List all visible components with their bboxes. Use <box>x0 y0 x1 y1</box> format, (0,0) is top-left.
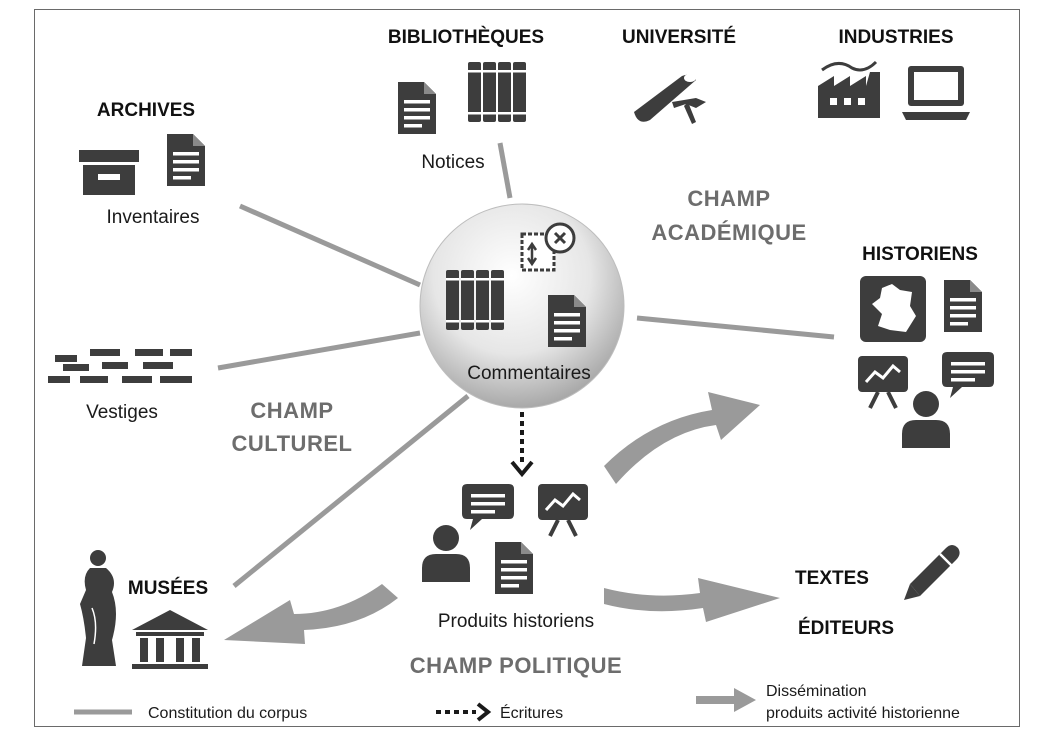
bibliotheques-books-icon <box>468 62 526 122</box>
bricks-icon <box>48 349 192 383</box>
champ-politique: CHAMP POLITIQUE <box>410 653 622 678</box>
legend-dissemination-line1: Dissémination <box>766 683 866 700</box>
archives-caption: Inventaires <box>107 207 200 228</box>
museum-building-icon <box>132 610 208 669</box>
editeurs-title: ÉDITEURS <box>798 617 894 639</box>
ecritures-arrow <box>510 412 534 478</box>
historiens-person-icon <box>902 391 950 448</box>
archives-document-icon <box>167 134 205 186</box>
bibliotheques-title: BIBLIOTHÈQUES <box>388 26 544 48</box>
line-vestiges <box>217 330 421 371</box>
line-archives <box>238 203 422 288</box>
legend-ecritures-swatch <box>436 702 492 722</box>
center-sphere <box>419 203 625 409</box>
champ-culturel-line2: CULTUREL <box>232 431 353 456</box>
textes-title: TEXTES <box>795 568 869 589</box>
legend-dissemination-line2: produits activité historienne <box>766 705 960 722</box>
center-document-icon <box>548 295 586 347</box>
archive-box-icon <box>79 150 139 195</box>
industries-title: INDUSTRIES <box>838 27 953 48</box>
dissemination-arrows <box>224 392 780 644</box>
corpus-lines <box>217 142 835 588</box>
line-musees <box>232 394 470 588</box>
legend-corpus-label: Constitution du corpus <box>148 705 307 722</box>
bibliotheques-document-icon <box>398 82 436 134</box>
products-caption: Produits historiens <box>438 611 594 632</box>
historiens-board-icon <box>856 354 910 410</box>
laptop-icon <box>902 66 970 120</box>
diploma-icon <box>634 74 706 124</box>
line-bibliotheques <box>497 142 513 199</box>
line-historiens <box>636 315 835 340</box>
champ-academique-line2: ACADÉMIQUE <box>651 220 806 245</box>
arrow-to-musees <box>224 584 398 644</box>
champ-culturel-line1: CHAMP <box>250 398 333 423</box>
statue-icon <box>80 550 116 666</box>
legend-dissemination-swatch <box>696 688 756 712</box>
legend-ecritures-label: Écritures <box>500 703 563 722</box>
champ-academique-line1: CHAMP <box>687 186 770 211</box>
arrow-to-textes <box>604 578 780 622</box>
center-caption: Commentaires <box>467 363 591 384</box>
products-person-icon <box>422 525 470 582</box>
pen-icon <box>904 545 960 600</box>
universite-title: UNIVERSITÉ <box>622 26 736 48</box>
archives-title: ARCHIVES <box>97 100 195 121</box>
products-bubble-icon <box>462 484 514 530</box>
center-cancel-icon <box>520 222 576 272</box>
factory-icon <box>818 60 880 118</box>
products-document-icon <box>495 542 533 594</box>
france-map-icon <box>860 276 926 342</box>
historiens-bubble-icon <box>942 352 994 398</box>
products-board-icon <box>536 482 590 538</box>
legend: Constitution du corpus Écritures Dissémi… <box>74 683 960 722</box>
musees-title: MUSÉES <box>128 577 208 599</box>
historiens-title: HISTORIENS <box>862 244 978 265</box>
historiens-document-icon <box>944 280 982 332</box>
arrow-to-historiens <box>604 392 760 484</box>
vestiges-caption: Vestiges <box>86 402 158 423</box>
bibliotheques-caption: Notices <box>421 152 484 173</box>
